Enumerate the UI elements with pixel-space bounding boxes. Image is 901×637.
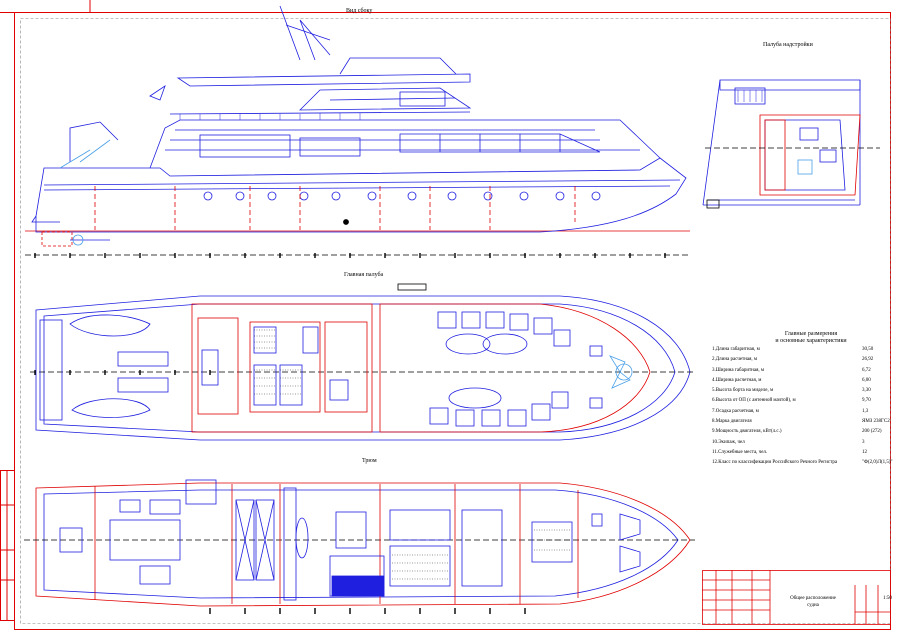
spec-row: 3.Ширина габаритная, м 6,72 xyxy=(712,367,898,377)
spec-name: 9.Мощность двигателя, кВт(л.с.) xyxy=(712,429,782,435)
spec-name: 10.Экипаж, чел xyxy=(712,439,745,445)
spec-row: 11.Служебные места, чел. 12 xyxy=(712,449,898,459)
spec-name: 7.Осадка расчетная, м xyxy=(712,408,759,414)
hold-title: Трюм xyxy=(362,458,377,464)
stamp-scale: 1:50 xyxy=(883,596,892,601)
bridge-deck-plan xyxy=(702,79,880,209)
spec-value: 26,92 xyxy=(862,357,874,363)
spec-row: 10.Экипаж, чел 3 xyxy=(712,439,898,449)
spec-value: 6,00 xyxy=(862,377,871,383)
spec-value: 200 (272) xyxy=(862,429,882,435)
title-block xyxy=(702,570,891,625)
hold-plan xyxy=(24,479,695,614)
spec-name: 8.Марка двигателя xyxy=(712,419,752,425)
spec-value: 1,3 xyxy=(862,408,869,414)
main-deck-plan xyxy=(30,283,695,441)
spec-name: 12.Класс по классификации Российского Ре… xyxy=(712,460,838,466)
spec-name: 3.Ширина габаритная, м xyxy=(712,367,765,373)
stamp-title: Общее расположение судна xyxy=(790,596,836,608)
spec-row: 1.Длина габаритная, м 30,50 xyxy=(712,346,898,356)
specs-title: Главные размерения и основные характерис… xyxy=(775,331,847,344)
spec-row: 9.Мощность двигателя, кВт(л.с.) 200 (272) xyxy=(712,428,898,438)
spec-name: 6.Высота от ОП (с антенной мачтой), м xyxy=(712,398,796,404)
spec-name: 4.Ширина расчетная, м xyxy=(712,377,762,383)
main-deck-title: Главная палуба xyxy=(344,272,384,278)
spec-row: 6.Высота от ОП (с антенной мачтой), м 9,7… xyxy=(712,397,898,407)
spec-value: 6,72 xyxy=(862,367,871,373)
side-view-title: Вид сбоку xyxy=(346,8,373,14)
specs-table: 1.Длина габаритная, м 30,50 2.Длина расчет… xyxy=(712,346,898,470)
sheet-frame xyxy=(0,0,891,630)
spec-value: 9,70 xyxy=(862,398,871,404)
spec-value: 3 xyxy=(862,439,865,445)
spec-name: 5.Высота борта на миделе, м xyxy=(712,388,774,394)
spec-name: 2.Длина расчетная, м xyxy=(712,357,758,363)
side-view xyxy=(25,5,690,258)
spec-name: 11.Служебные места, чел. xyxy=(712,449,768,455)
spec-row: 12.Класс по классификации Российского Ре… xyxy=(712,459,898,469)
spec-row: 7.Осадка расчетная, м 1,3 xyxy=(712,408,898,418)
bridge-deck-title: Палуба надстройки xyxy=(763,42,813,48)
spec-row: 4.Ширина расчетная, м 6,00 xyxy=(712,377,898,387)
spec-row: 5.Высота борта на миделе, м 3,30 xyxy=(712,387,898,397)
spec-value: 12 xyxy=(862,449,867,455)
spec-value: 30,50 xyxy=(862,347,874,352)
spec-row: 2.Длина расчетная, м 26,92 xyxy=(712,356,898,366)
spec-value: 3,30 xyxy=(862,388,871,394)
spec-value: "Ф(2,0)Л(1,5)" xyxy=(862,460,893,466)
spec-name: 1.Длина габаритная, м xyxy=(712,347,760,352)
spec-value: ЯМЗ 238ГС2 xyxy=(862,419,890,425)
spec-row: 8.Марка двигателя ЯМЗ 238ГС2 xyxy=(712,418,898,428)
